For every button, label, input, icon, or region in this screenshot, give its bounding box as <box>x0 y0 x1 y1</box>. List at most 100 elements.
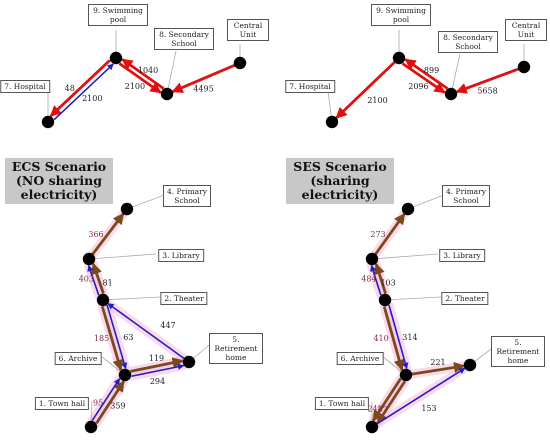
node-label-primary-school-ses: 4. Primary School <box>442 185 490 207</box>
edge-value-ecs-electric-7: 294 <box>150 377 165 386</box>
edge-value-ecs-electric-2: 81 <box>103 278 113 287</box>
edge-value-ecs-electric-6: 119 <box>149 354 164 363</box>
edge-value-ses-electric-3: 410 <box>373 334 388 343</box>
node-label-town-hall-ecs: 1. Town hall <box>34 397 90 410</box>
edge-value-ses-thermal-3: 2100 <box>367 96 387 105</box>
connector-ses-thermal-school <box>450 53 461 95</box>
edge-value-ses-electric-7: 77 <box>378 406 388 415</box>
node-ecs-electric-archive <box>118 368 132 382</box>
edge-value-ses-thermal-1: 2096 <box>408 82 428 91</box>
edge-ecs-thermal-central-to-school-0 <box>171 64 236 93</box>
edge-ses-electric-theater-to-archive-3 <box>382 306 405 371</box>
node-ses-thermal-hospital <box>325 115 339 129</box>
node-label-archive-ses: 6. Archive <box>336 352 384 365</box>
node-label-central-unit-ecs: Central Unit <box>227 19 269 41</box>
node-ecs-electric-library <box>82 252 96 266</box>
node-ses-thermal-central <box>517 60 531 74</box>
node-label-secondary-school-ses: 8. Secondary School <box>438 31 498 53</box>
node-ses-electric-theater <box>378 293 392 307</box>
node-ses-electric-retirement <box>463 358 477 372</box>
edge-value-ecs-thermal-4: 48 <box>65 84 75 93</box>
edge-value-ecs-electric-8: 95 <box>93 398 103 407</box>
node-ses-electric-townhall <box>365 420 379 434</box>
edge-value-ecs-electric-3: 185 <box>94 334 109 343</box>
edge-ecs-electric-theater-to-archive-4 <box>106 304 128 370</box>
edge-value-ecs-thermal-0: 4495 <box>193 85 213 94</box>
node-label-library-ses: 3. Library <box>439 249 485 262</box>
edge-value-ses-thermal-0: 5658 <box>477 87 497 96</box>
node-label-theater-ecs: 2. Theater <box>160 292 208 305</box>
edge-ses-electric-theater-to-library-1 <box>373 262 387 294</box>
node-label-archive-ecs: 6. Archive <box>54 352 102 365</box>
edge-ecs-thermal-pool-to-school-2 <box>118 62 162 94</box>
node-ecs-thermal-pool <box>109 51 123 65</box>
edge-value-ecs-electric-5: 447 <box>160 321 175 330</box>
connector-ecs-electric-library <box>88 253 157 260</box>
edge-value-ecs-electric-1: 403 <box>79 275 94 284</box>
node-ses-electric-library <box>365 252 379 266</box>
node-label-swimming-pool-ses: 9. Swimming pool <box>371 4 431 26</box>
node-ecs-thermal-central <box>233 56 247 70</box>
edge-value-ecs-thermal-2: 1040 <box>138 66 158 75</box>
node-ses-thermal-school <box>444 87 458 101</box>
edge-ses-electric-theater-to-library-2 <box>370 264 382 296</box>
node-ecs-thermal-school <box>160 87 174 101</box>
edge-value-ses-electric-4: 314 <box>402 333 417 342</box>
edge-ecs-electric-archive-to-retirement-7 <box>131 363 185 378</box>
edge-ecs-electric-townhall-to-archive-8 <box>95 380 125 425</box>
edge-ses-electric-archive-to-retirement-5 <box>411 361 466 376</box>
node-label-theater-ses: 2. Theater <box>441 292 489 305</box>
connector-ses-electric-theater <box>384 296 442 301</box>
edge-value-ses-electric-1: 484 <box>361 275 376 284</box>
edge-value-ses-thermal-2: 899 <box>424 66 439 75</box>
node-ecs-electric-townhall <box>84 420 98 434</box>
node-label-primary-school-ecs: 4. Primary School <box>163 185 211 207</box>
node-ses-electric-primary <box>401 202 415 216</box>
edge-value-ecs-electric-4: 63 <box>123 333 133 342</box>
edge-value-ecs-electric-9: 359 <box>110 402 125 411</box>
node-label-hospital-ecs: 7. Hospital <box>0 80 50 93</box>
node-ecs-electric-retirement <box>182 355 196 369</box>
ecs-scenario-title: ECS Scenario (NO sharing electricity) <box>5 158 113 204</box>
node-label-retirement-home-ecs: 5. Retirement home <box>209 333 263 364</box>
edge-ecs-electric-retirement-to-theater-5 <box>107 302 185 360</box>
node-label-library-ecs: 3. Library <box>158 249 204 262</box>
edge-ecs-electric-theater-to-library-1 <box>91 262 105 294</box>
edge-value-ecs-electric-0: 366 <box>88 230 103 239</box>
connector-ses-electric-primary <box>407 193 447 210</box>
node-label-town-hall-ses: 1. Town hall <box>314 397 370 410</box>
node-label-central-unit-ses: Central Unit <box>505 19 547 41</box>
edge-ses-electric-theater-to-archive-4 <box>388 304 409 370</box>
node-ecs-electric-primary <box>120 202 134 216</box>
connector-ecs-electric-primary <box>126 193 168 210</box>
node-label-hospital-ses: 7. Hospital <box>285 80 335 93</box>
connector-ses-electric-library <box>371 253 439 260</box>
edge-ses-electric-archive-to-townhall-7 <box>372 377 402 422</box>
edge-ses-electric-library-to-primary-0 <box>374 212 406 255</box>
edge-value-ses-electric-6: 248 <box>367 404 382 413</box>
edge-ecs-electric-townhall-to-archive-9 <box>91 378 121 422</box>
edge-ses-thermal-central-to-school-0 <box>455 67 519 94</box>
edge-ecs-electric-library-to-primary-0 <box>91 212 125 256</box>
ses-scenario-title: SES Scenario (sharing electricity) <box>286 158 394 204</box>
edge-ses-electric-townhall-to-retirement-8 <box>376 367 466 425</box>
node-label-secondary-school-ecs: 8. Secondary School <box>154 28 214 50</box>
edge-ecs-electric-theater-to-archive-3 <box>100 306 124 372</box>
node-ses-thermal-pool <box>392 51 406 65</box>
node-label-retirement-home-ses: 5. Retirement home <box>491 336 545 367</box>
edge-value-ecs-thermal-1: 2100 <box>125 82 145 91</box>
edge-value-ecs-thermal-3: 2100 <box>82 94 102 103</box>
edge-ecs-electric-theater-to-library-2 <box>87 264 100 296</box>
edge-value-ses-electric-8: 153 <box>421 404 436 413</box>
edge-value-ses-electric-5: 221 <box>430 358 445 367</box>
edge-value-ses-electric-2: 103 <box>380 278 395 287</box>
connector-ecs-thermal-school <box>166 50 177 95</box>
node-label-swimming-pool-ecs: 9. Swimming pool <box>88 4 148 26</box>
edge-ecs-electric-archive-to-retirement-6 <box>130 357 184 373</box>
edge-value-ses-electric-0: 273 <box>370 230 385 239</box>
edge-ecs-thermal-pool-to-hospital-3 <box>49 59 111 118</box>
edge-ses-thermal-pool-to-hospital-3 <box>335 61 396 119</box>
edge-ses-thermal-pool-to-school-2 <box>401 62 446 94</box>
